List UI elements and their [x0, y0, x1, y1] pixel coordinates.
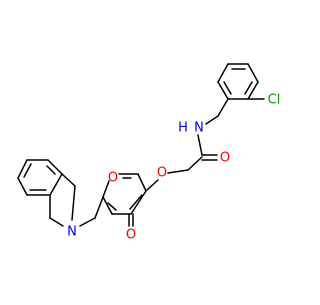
bond [217, 98, 229, 117]
chlorine-label: Cl [268, 93, 281, 108]
molecule-structure: Cl N H O O O O N [17, 63, 280, 243]
amide-carbonyl-oxygen-label: O [220, 151, 230, 166]
bond [49, 173, 63, 196]
bond-inner [107, 202, 117, 211]
bond-inner [244, 81, 253, 95]
bond [205, 115, 219, 125]
amide-nitrogen-label: N [194, 121, 204, 136]
bond [217, 63, 229, 83]
bond [247, 81, 259, 100]
molecule-canvas: Cl N H O O O O N [17, 63, 280, 243]
bond [49, 217, 64, 227]
bond [247, 63, 259, 83]
bond [130, 190, 147, 215]
bond-inner [23, 163, 32, 178]
bond [187, 156, 203, 171]
bond [47, 159, 63, 175]
bond-inner [129, 194, 143, 210]
bond [146, 179, 159, 191]
atom-labels: Cl N H O O O O N [67, 93, 280, 243]
bonds [17, 63, 265, 227]
bond-inner [223, 81, 232, 95]
amine-nitrogen-label: N [67, 225, 77, 240]
bond [94, 196, 104, 219]
pyranone-ring-oxygen-label: O [108, 171, 118, 186]
bond [17, 177, 28, 196]
pyranone-carbonyl-oxygen-label: O [126, 228, 136, 243]
bond [137, 173, 147, 192]
bond [197, 134, 203, 156]
bond [71, 185, 76, 221]
ether-oxygen-label: O [157, 166, 167, 181]
bond [217, 81, 229, 100]
bond [17, 159, 28, 179]
bond [102, 196, 113, 215]
bond [167, 169, 189, 174]
amide-hydrogen-label: H [178, 121, 188, 136]
bond [61, 173, 76, 187]
bond [102, 180, 110, 198]
bond [79, 217, 96, 227]
bond-inner [46, 165, 56, 175]
